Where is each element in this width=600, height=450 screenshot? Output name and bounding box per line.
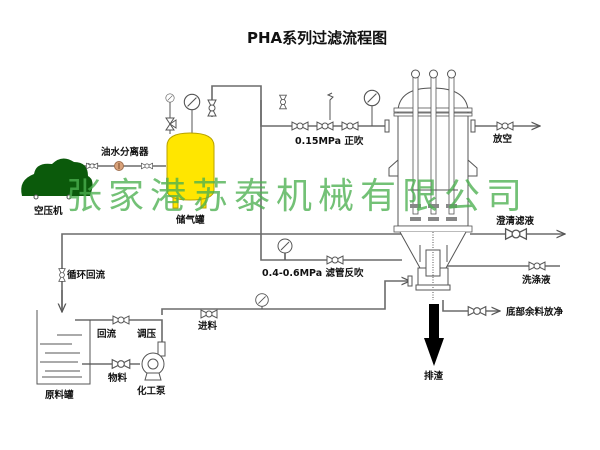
label-forward-blow: 0.15MPa 正吹 bbox=[295, 135, 364, 147]
oil-water-separator bbox=[114, 161, 124, 171]
filter-element-2 bbox=[428, 69, 439, 221]
air-tank bbox=[166, 132, 215, 209]
tank-small-gauge bbox=[165, 93, 175, 103]
label-pressure-adjust: 调压 bbox=[137, 328, 157, 340]
pressure-reducing-valve[interactable] bbox=[316, 92, 334, 131]
label-material: 物料 bbox=[108, 372, 128, 384]
material-valve[interactable] bbox=[111, 359, 131, 369]
label-feed: 进料 bbox=[198, 320, 218, 332]
forward-blow-valve-1[interactable] bbox=[291, 121, 309, 131]
label-clear-filtrate: 澄清滤液 bbox=[496, 215, 535, 227]
chemical-pump[interactable] bbox=[141, 341, 166, 381]
label-air-compressor: 空压机 bbox=[34, 205, 63, 217]
back-blow-valve[interactable] bbox=[326, 255, 344, 265]
forward-blow-vertical-valve[interactable] bbox=[279, 94, 287, 110]
raw-material-tank bbox=[36, 310, 91, 385]
label-return-flow: 回流 bbox=[97, 328, 117, 340]
clear-filtrate-valve[interactable] bbox=[504, 228, 528, 240]
label-back-blow: 0.4-0.6MPa 滤管反吹 bbox=[262, 267, 364, 279]
label-slag-discharge: 排渣 bbox=[424, 370, 444, 382]
inlet-valve[interactable] bbox=[86, 162, 98, 170]
filter-element-3 bbox=[446, 69, 457, 221]
label-chemical-pump: 化工泵 bbox=[137, 385, 166, 397]
forward-blow-gauge bbox=[363, 89, 381, 107]
vent-valve[interactable] bbox=[496, 121, 514, 131]
return-flow-valve[interactable] bbox=[112, 315, 130, 325]
air-compressor bbox=[21, 158, 93, 200]
label-circulation-return: 循环回流 bbox=[67, 269, 106, 281]
diagram-title: PHA系列过滤流程图 bbox=[247, 29, 387, 47]
feed-valve[interactable] bbox=[200, 309, 218, 319]
label-air-tank: 储气罐 bbox=[176, 214, 205, 226]
company-watermark: 张家港苏泰机械有限公司 bbox=[66, 176, 528, 217]
safety-valve[interactable] bbox=[165, 102, 177, 134]
pipework bbox=[62, 85, 565, 365]
label-wash-liquid: 洗涤液 bbox=[522, 274, 551, 286]
label-oil-water-separator: 油水分离器 bbox=[101, 146, 149, 158]
separator-outlet-valve[interactable] bbox=[141, 162, 153, 170]
back-blow-gauge bbox=[277, 238, 293, 254]
tank-pressure-gauge bbox=[183, 93, 201, 111]
filter-element-1 bbox=[410, 69, 421, 221]
label-bottom-residue-drain: 底部余料放净 bbox=[505, 306, 564, 318]
label-vent: 放空 bbox=[492, 133, 513, 145]
wash-liquid-valve[interactable] bbox=[528, 261, 546, 271]
circulation-return-valve[interactable] bbox=[58, 268, 66, 282]
label-raw-material-tank: 原料罐 bbox=[45, 389, 74, 401]
tank-outlet-valve[interactable] bbox=[207, 99, 217, 117]
feed-gauge bbox=[255, 293, 269, 307]
forward-blow-valve-2[interactable] bbox=[341, 121, 359, 131]
bottom-drain-valve[interactable] bbox=[467, 306, 487, 316]
slag-discharge-arrow bbox=[424, 304, 444, 366]
